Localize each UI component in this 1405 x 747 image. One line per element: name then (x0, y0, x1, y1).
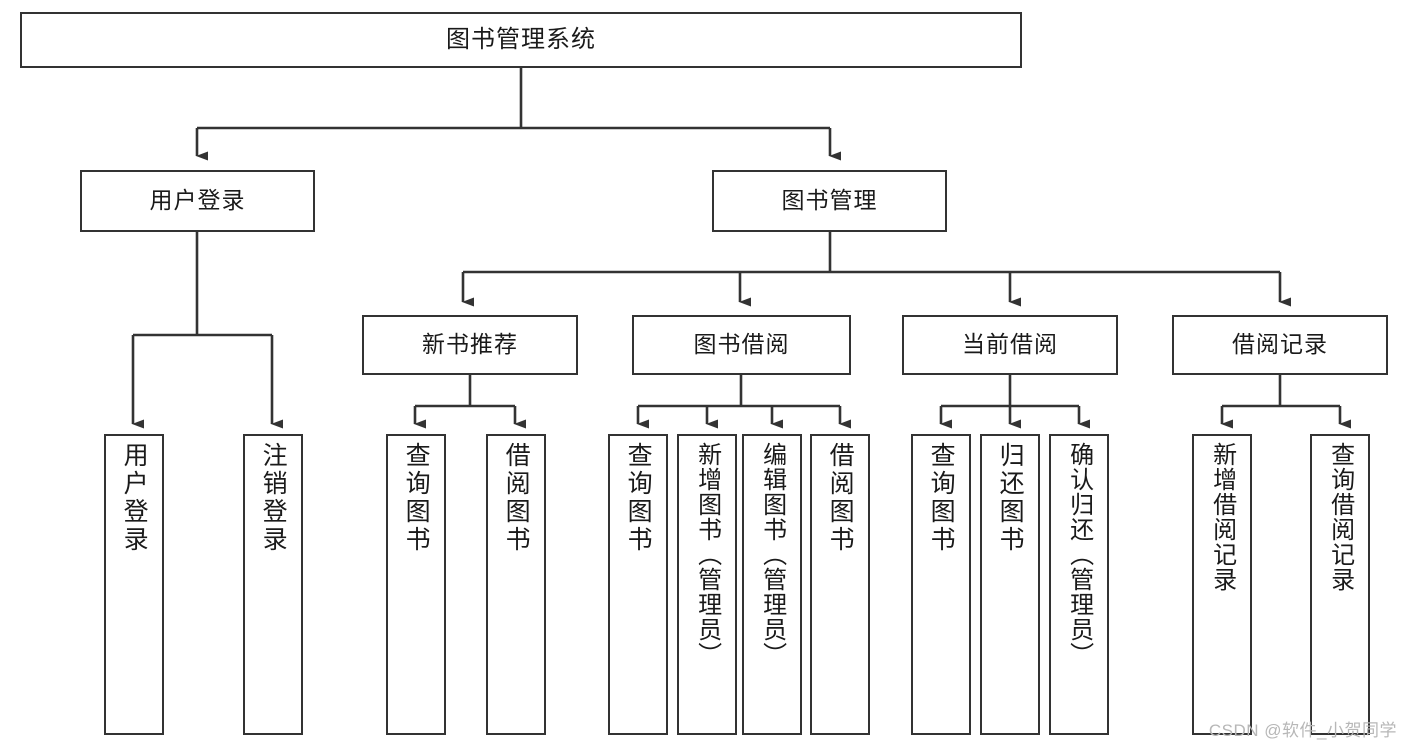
node-label: 注销登录 (259, 442, 288, 554)
node-label: 借阅图书 (502, 442, 531, 554)
node-label: 编辑图书（管理员） (758, 442, 786, 667)
node-label: 查询图书 (927, 442, 956, 554)
node-label: 确认归还（管理员） (1065, 442, 1093, 667)
node-label: 新增借阅记录 (1208, 442, 1236, 592)
node-label: 图书借阅 (693, 331, 790, 358)
leaf-current-borrow-confirm-return[interactable]: 确认归还（管理员） (1049, 434, 1109, 735)
leaf-book-borrow-query[interactable]: 查询图书 (608, 434, 668, 735)
leaf-current-borrow-return[interactable]: 归还图书 (980, 434, 1040, 735)
node-label: 用户登录 (120, 442, 149, 554)
node-root-system[interactable]: 图书管理系统 (20, 12, 1022, 68)
node-label: 新书推荐 (422, 331, 518, 358)
node-label: 用户登录 (149, 187, 246, 214)
node-current-borrow[interactable]: 当前借阅 (902, 315, 1118, 375)
node-book-management[interactable]: 图书管理 (712, 170, 947, 232)
node-label: 图书管理系统 (446, 25, 596, 53)
leaf-user-login-login[interactable]: 用户登录 (104, 434, 164, 735)
csdn-watermark: CSDN @软件_小贺同学 (1208, 721, 1397, 740)
leaf-user-login-logout[interactable]: 注销登录 (243, 434, 303, 735)
node-label: 查询图书 (402, 442, 431, 554)
node-label: 归还图书 (996, 442, 1025, 554)
leaf-book-borrow-borrow[interactable]: 借阅图书 (810, 434, 870, 735)
node-label: 查询图书 (624, 442, 653, 554)
node-new-book-recommend[interactable]: 新书推荐 (362, 315, 578, 375)
leaf-current-borrow-query[interactable]: 查询图书 (911, 434, 971, 735)
node-user-login[interactable]: 用户登录 (80, 170, 315, 232)
node-label: 新增图书（管理员） (693, 442, 721, 667)
leaf-borrow-record-add[interactable]: 新增借阅记录 (1192, 434, 1252, 735)
node-label: 借阅记录 (1232, 331, 1328, 358)
leaf-new-book-query[interactable]: 查询图书 (386, 434, 446, 735)
node-label: 图书管理 (781, 187, 878, 214)
node-label: 查询借阅记录 (1326, 442, 1354, 592)
leaf-new-book-borrow[interactable]: 借阅图书 (486, 434, 546, 735)
leaf-book-borrow-edit[interactable]: 编辑图书（管理员） (742, 434, 802, 735)
node-book-borrow[interactable]: 图书借阅 (632, 315, 851, 375)
node-borrow-record[interactable]: 借阅记录 (1172, 315, 1388, 375)
node-label: 当前借阅 (962, 331, 1058, 358)
leaf-book-borrow-add[interactable]: 新增图书（管理员） (677, 434, 737, 735)
leaf-borrow-record-query[interactable]: 查询借阅记录 (1310, 434, 1370, 735)
node-label: 借阅图书 (826, 442, 855, 554)
